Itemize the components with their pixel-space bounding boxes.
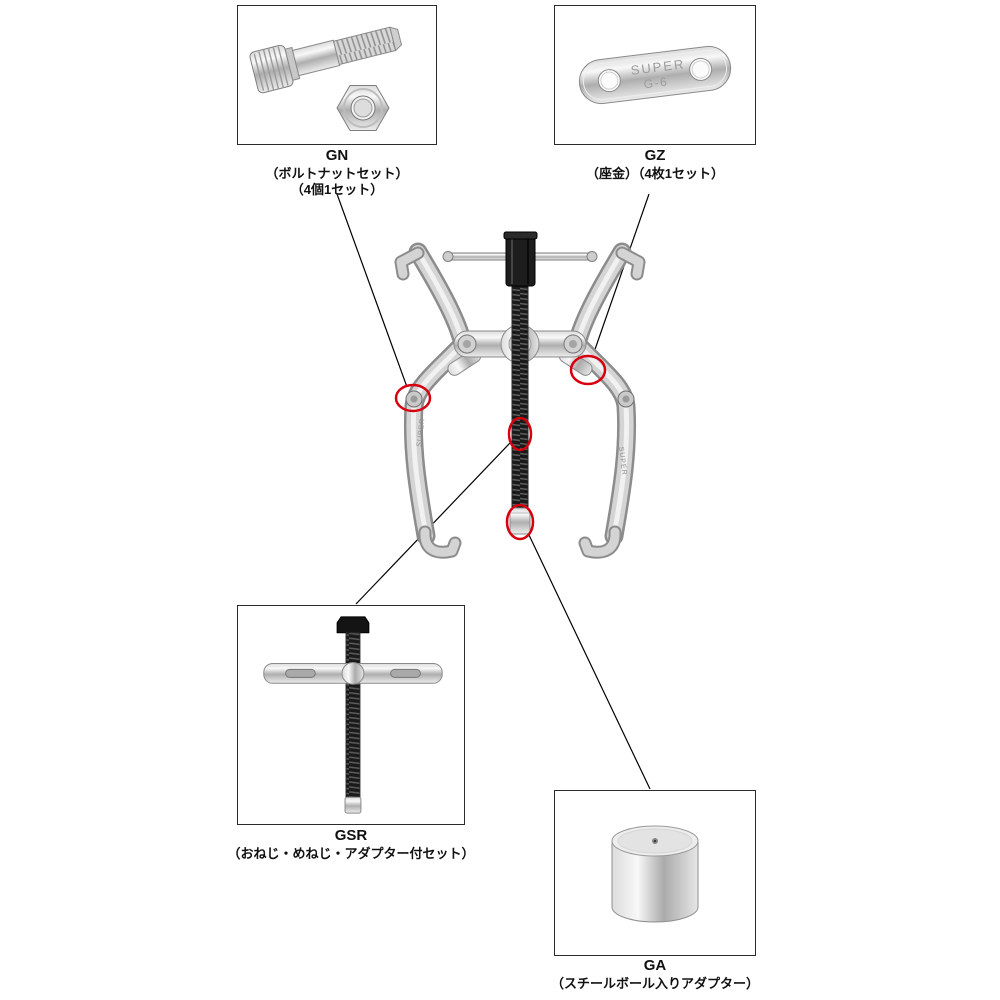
gear-puller-illustration: SUPER SUPER <box>394 231 646 559</box>
part-label-gz: GZ （座金）（4枚1セット） <box>586 147 724 182</box>
part-label-gsr: GSR （おねじ・めねじ・アダプター付セット） <box>227 827 474 862</box>
puller-hex-head <box>503 231 538 287</box>
right-arm-brand-stamp: SUPER <box>617 446 627 476</box>
puller-t-bar <box>442 251 598 262</box>
part-desc-ga-1: （スチールボール入りアダプター） <box>550 975 760 991</box>
puller-right-arm: SUPER <box>566 242 646 559</box>
puller-screw <box>511 283 529 509</box>
left-arm-brand-stamp: SUPER <box>416 417 426 447</box>
part-label-ga: GA （スチールボール入りアダプター） <box>551 957 759 992</box>
highlight-circle-right-washer <box>569 354 607 386</box>
part-code-gsr: GSR <box>334 827 368 844</box>
plate-model-stamp: G-6 <box>643 74 669 91</box>
part-desc-gn-1: （ボルトナットセット） <box>265 165 409 181</box>
part-box-gn <box>237 5 437 145</box>
part-code-gn: GN <box>325 147 349 164</box>
part-desc-gn-2: （4個1セット） <box>290 182 384 197</box>
nut-image <box>336 85 390 131</box>
adapter-cylinder-image <box>611 825 699 923</box>
highlight-circle-left-bolt <box>394 383 432 413</box>
plate-brand-stamp: SUPER <box>630 56 686 78</box>
puller-tip-adapter <box>509 507 531 535</box>
puller-left-arm: SUPER <box>394 242 474 559</box>
highlight-circle-screw <box>507 416 533 452</box>
screw-rod-image <box>263 616 443 814</box>
part-box-ga <box>554 790 756 956</box>
part-desc-gsr-1: （おねじ・めねじ・アダプター付セット） <box>227 845 475 861</box>
bolt-nut-image <box>249 26 403 131</box>
washer-plate-image: SUPER G-6 <box>578 45 732 105</box>
part-code-gz: GZ <box>644 147 666 164</box>
highlight-circle-tip-adapter <box>505 503 535 541</box>
part-desc-gz-1: （座金）（4枚1セット） <box>586 165 724 181</box>
part-box-gz: SUPER G-6 <box>554 5 756 145</box>
part-box-gsr <box>237 605 465 825</box>
part-label-gn: GN （ボルトナットセット） （4個1セット） <box>265 147 408 198</box>
part-code-ga: GA <box>643 957 667 974</box>
